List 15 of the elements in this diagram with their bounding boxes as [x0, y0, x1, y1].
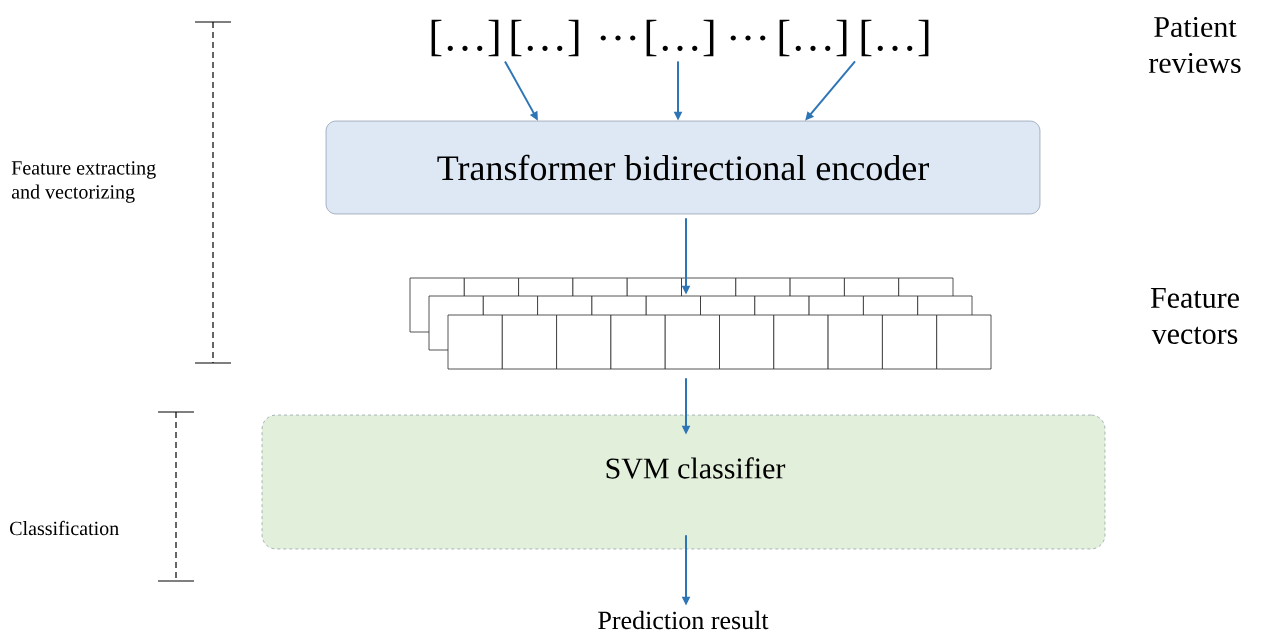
ellipsis: …	[600, 35, 636, 41]
token: […]	[861, 19, 929, 57]
token: […]	[779, 19, 847, 57]
feature-vector-drawing	[409, 277, 992, 370]
token: […]	[511, 19, 579, 57]
token: […]	[431, 19, 499, 57]
encoder-box: Transformer bidirectional encoder	[325, 120, 1041, 215]
side-label: Patient reviews	[1148, 16, 1241, 74]
output-text: Prediction result	[598, 610, 769, 630]
classifier-box: SVM classifier	[261, 414, 1106, 550]
ellipsis: …	[730, 35, 766, 41]
side-label: Feature vectors	[1150, 288, 1239, 344]
bracket-label: Feature extracting and vectorizing	[11, 161, 156, 203]
bracket-label: Classification	[10, 520, 119, 536]
token: […]	[646, 19, 714, 57]
